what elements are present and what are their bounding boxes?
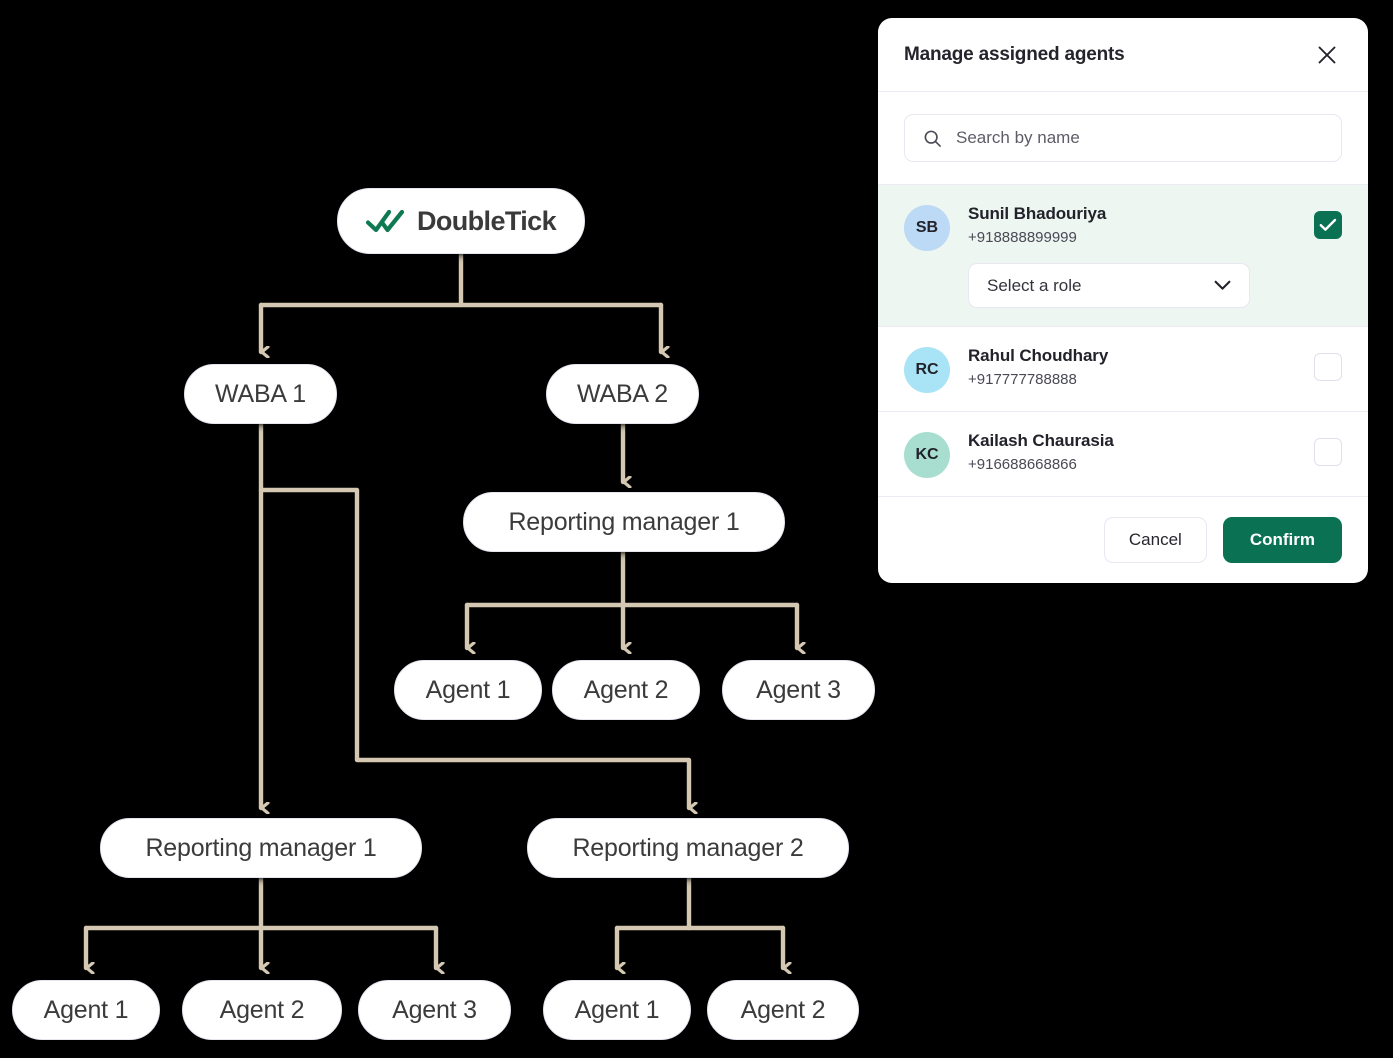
agent-row[interactable]: KC Kailash Chaurasia +916688668866 [878,411,1368,496]
agent-name: Sunil Bhadouriya [968,204,1107,223]
org-node-label: Agent 1 [43,995,129,1024]
org-node-ag_a3[interactable]: Agent 3 [358,980,511,1040]
search-input[interactable] [954,127,1323,149]
org-node-waba1[interactable]: WABA 1 [184,364,337,424]
double-tick-icon [365,209,405,233]
close-icon[interactable] [1312,40,1342,70]
agent-name: Rahul Choudhary [968,346,1109,365]
dialog-title: Manage assigned agents [904,43,1125,65]
org-node-label: DoubleTick [416,205,557,236]
agent-phone: +918888899999 [968,229,1077,246]
org-node-label: Agent 1 [425,675,511,704]
org-node-label: Reporting manager 1 [145,833,377,862]
search-section [878,92,1368,184]
agent-info: Rahul Choudhary +917777788888 [950,345,1314,391]
org-node-label: Reporting manager 1 [508,507,740,536]
agent-phone: +916688668866 [968,456,1077,473]
dialog-header: Manage assigned agents [878,18,1368,92]
search-icon [924,130,941,147]
agent-phone: +917777788888 [968,371,1077,388]
close-glyph [1318,46,1336,63]
org-node-ag_m3[interactable]: Agent 3 [722,660,875,720]
role-select[interactable]: Select a role [968,263,1250,308]
org-node-ag_a2[interactable]: Agent 2 [182,980,342,1040]
confirm-button[interactable]: Confirm [1222,517,1342,563]
agent-row[interactable]: RC Rahul Choudhary +917777788888 [878,326,1368,411]
org-node-ag_m2[interactable]: Agent 2 [552,660,700,720]
org-node-label: Agent 2 [583,675,669,704]
org-node-label: Agent 2 [740,995,826,1024]
dialog-footer: Cancel Confirm [878,496,1368,583]
chevron-down-icon [1214,280,1231,290]
org-node-root[interactable]: DoubleTick [337,188,585,254]
role-select-label: Select a role [987,275,1082,295]
agent-checkbox[interactable] [1314,438,1342,466]
org-node-rm1[interactable]: Reporting manager 1 [100,818,422,878]
org-node-label: WABA 2 [577,379,668,408]
org-node-ag_a1[interactable]: Agent 1 [12,980,160,1040]
org-node-label: WABA 1 [215,379,306,408]
org-node-label: Reporting manager 2 [572,833,804,862]
avatar: KC [904,432,950,478]
org-node-waba2[interactable]: WABA 2 [546,364,699,424]
check-icon [1319,218,1337,231]
agent-name: Kailash Chaurasia [968,431,1114,450]
org-node-label: Agent 3 [392,995,477,1024]
org-node-label: Agent 3 [756,675,841,704]
org-node-label: Agent 1 [574,995,660,1024]
avatar: RC [904,347,950,393]
org-node-ag_m1[interactable]: Agent 1 [394,660,542,720]
avatar: SB [904,205,950,251]
org-node-rm_mid[interactable]: Reporting manager 1 [463,492,785,552]
agent-checkbox[interactable] [1314,211,1342,239]
search-box[interactable] [904,114,1342,162]
org-node-ag_b2[interactable]: Agent 2 [707,980,859,1040]
cancel-button[interactable]: Cancel [1103,517,1207,563]
agent-info: Kailash Chaurasia +916688668866 [950,430,1314,476]
org-node-rm2[interactable]: Reporting manager 2 [527,818,849,878]
org-node-label: Agent 2 [219,995,305,1024]
org-node-ag_b1[interactable]: Agent 1 [543,980,691,1040]
agent-checkbox[interactable] [1314,353,1342,381]
